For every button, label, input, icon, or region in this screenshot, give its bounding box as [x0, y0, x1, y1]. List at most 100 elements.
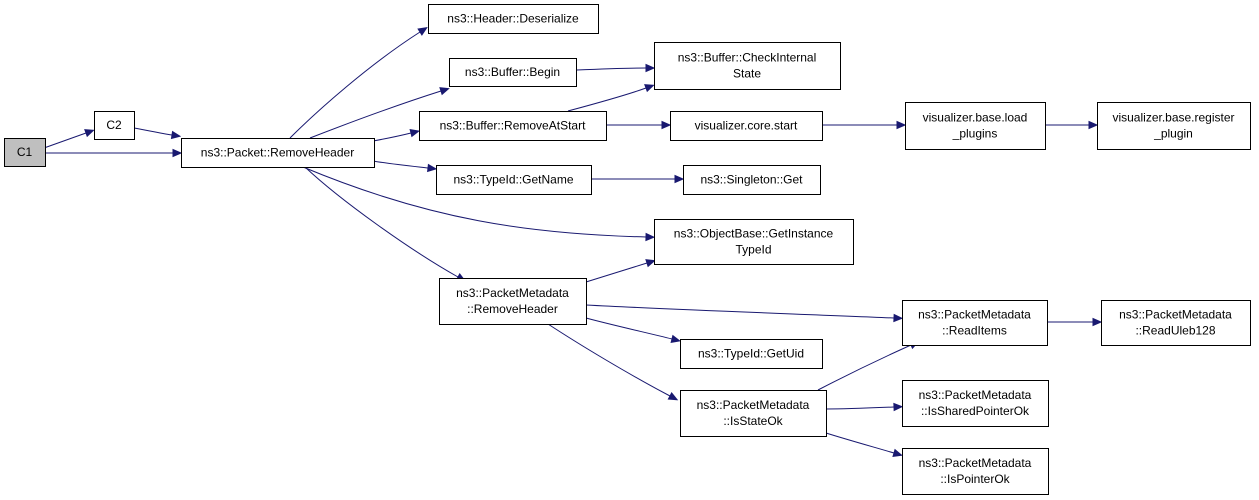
node-box: [428, 4, 599, 34]
node-label: visualizer.base.load: [923, 111, 1028, 125]
edge-packetmetadata_removeheader-to-objectbase_getinstancetypeid: [585, 259, 656, 283]
node-typeid-getname[interactable]: ns3::TypeId::GetName: [436, 165, 592, 195]
edge-line: [585, 317, 673, 340]
node-label: _plugin: [1153, 127, 1193, 141]
node-label: ns3::PacketMetadata: [919, 456, 1032, 470]
edge-line: [825, 406, 895, 410]
node-typeid-getuid[interactable]: ns3::TypeId::GetUid: [680, 339, 823, 369]
edge-arrowhead: [170, 130, 182, 140]
edge-packetmetadata_isstateok-to-packetmetadata_ispointerok: [825, 432, 903, 457]
edge-arrowhead: [896, 120, 907, 130]
edge-arrowhead: [670, 334, 681, 344]
node-header-deserialize[interactable]: ns3::Header::Deserialize: [428, 4, 599, 34]
node-singleton-get[interactable]: ns3::Singleton::Get: [683, 165, 821, 195]
node-box: [94, 111, 135, 140]
edge-c1-to-packet_removeheader: [45, 148, 183, 158]
edge-arrowhead: [893, 402, 904, 412]
edge-visualizer_base_load_plugins-to-visualizer_base_register_plugin: [1044, 120, 1099, 130]
edge-line: [817, 344, 912, 391]
edge-arrowhead: [417, 27, 428, 36]
edge-c1-to-c2: [43, 129, 95, 149]
node-box: [1101, 300, 1251, 346]
edge-buffer_removeatstart-to-buffer_checkinternalstate: [567, 84, 655, 112]
node-box: [680, 390, 827, 437]
node-box: [670, 111, 823, 141]
edge-packetmetadata_removeheader-to-packetmetadata_readitems: [585, 304, 904, 323]
node-box: [902, 448, 1049, 495]
edge-line: [372, 160, 429, 169]
node-label: ::ReadUleb128: [1135, 324, 1215, 338]
edge-packet_removeheader-to-buffer_begin: [309, 87, 450, 139]
node-buffer-removeatstart[interactable]: ns3::Buffer::RemoveAtStart: [419, 111, 607, 141]
node-label: ns3::Singleton::Get: [700, 173, 803, 187]
node-box: [4, 138, 46, 167]
edge-arrowhead: [1088, 120, 1099, 130]
edge-arrowhead: [172, 148, 183, 158]
node-visualizer-base-register-plugin[interactable]: visualizer.base.register _plugin: [1097, 102, 1251, 150]
node-label: ::RemoveHeader: [467, 302, 558, 316]
edge-buffer_begin-to-buffer_checkinternalstate: [576, 63, 656, 73]
edge-arrowhead: [84, 129, 95, 138]
node-packetmetadata-removeheader[interactable]: ns3::PacketMetadata::RemoveHeader: [439, 278, 587, 325]
node-label: State: [733, 67, 761, 81]
edge-packet_removeheader-to-header_deserialize: [289, 27, 428, 139]
edge-line: [825, 432, 895, 454]
edge-typeid_getname-to-singleton_get: [591, 174, 685, 184]
node-label: ::IsStateOk: [723, 414, 783, 428]
edge-packet_removeheader-to-objectbase_getinstancetypeid: [302, 166, 656, 242]
node-packetmetadata-readitems[interactable]: ns3::PacketMetadata::ReadItems: [902, 300, 1048, 346]
node-visualizer-base-load-plugins[interactable]: visualizer.base.load_plugins: [905, 102, 1046, 150]
node-packetmetadata-readuleb128[interactable]: ns3::PacketMetadata::ReadUleb128: [1101, 300, 1251, 346]
edges-layer: [43, 27, 1103, 457]
node-box: [654, 219, 854, 265]
node-label: ::IsPointerOk: [940, 472, 1010, 486]
node-label: ns3::Buffer::Begin: [465, 65, 560, 79]
node-box: [181, 138, 375, 168]
edge-arrowhead: [892, 448, 903, 457]
node-label: ns3::ObjectBase::GetInstance: [674, 227, 834, 241]
node-label: ns3::PacketMetadata: [919, 388, 1032, 402]
node-c2[interactable]: C2: [94, 111, 135, 140]
edge-packetmetadata_removeheader-to-typeid_getuid: [585, 317, 681, 344]
edge-packetmetadata_readitems-to-packetmetadata_readuleb128: [1047, 317, 1103, 327]
node-label: TypeId: [735, 243, 771, 257]
edge-line: [567, 87, 647, 112]
edge-c2-to-packet_removeheader: [133, 127, 182, 140]
edge-visualizer_core_start-to-visualizer_base_load_plugins: [821, 120, 907, 130]
edge-arrowhead: [644, 84, 655, 93]
edge-packetmetadata_isstateok-to-packetmetadata_issharedpointerok: [825, 402, 904, 412]
node-label: visualizer.base.register: [1112, 111, 1234, 125]
edge-arrowhead: [893, 313, 904, 323]
edge-line: [304, 166, 459, 278]
node-label: ns3::Header::Deserialize: [447, 12, 579, 26]
edge-arrowhead: [674, 174, 685, 184]
node-packet-removeheader[interactable]: ns3::Packet::RemoveHeader: [181, 138, 375, 168]
edge-arrowhead: [645, 63, 656, 73]
node-packetmetadata-ispointerok[interactable]: ns3::PacketMetadata::IsPointerOk: [902, 448, 1049, 495]
node-label: ns3::PacketMetadata: [697, 398, 810, 412]
node-label: ns3::TypeId::GetName: [453, 173, 573, 187]
node-box: [902, 300, 1048, 346]
node-packetmetadata-isstateok[interactable]: ns3::PacketMetadata::IsStateOk: [680, 390, 827, 437]
edge-line: [289, 31, 421, 139]
node-c1[interactable]: C1: [4, 138, 46, 167]
node-buffer-begin[interactable]: ns3::Buffer::Begin: [449, 58, 577, 87]
node-packetmetadata-issharedpointerok[interactable]: ns3::PacketMetadata::IsSharedPointerOk: [902, 380, 1049, 427]
node-visualizer-core-start[interactable]: visualizer.core.start: [670, 111, 823, 141]
edge-line: [585, 304, 895, 319]
node-label: ns3::Packet::RemoveHeader: [201, 146, 354, 160]
edge-line: [133, 127, 173, 136]
edge-line: [372, 132, 412, 142]
node-label: ns3::PacketMetadata: [456, 286, 569, 300]
node-label: ns3::PacketMetadata: [1119, 308, 1232, 322]
edge-arrowhead: [427, 163, 438, 173]
node-box: [683, 165, 821, 195]
node-label: ns3::TypeId::GetUid: [698, 347, 804, 361]
node-box: [1097, 102, 1251, 150]
edge-arrowhead: [645, 259, 656, 268]
edge-buffer_removeatstart-to-visualizer_core_start: [605, 120, 672, 130]
